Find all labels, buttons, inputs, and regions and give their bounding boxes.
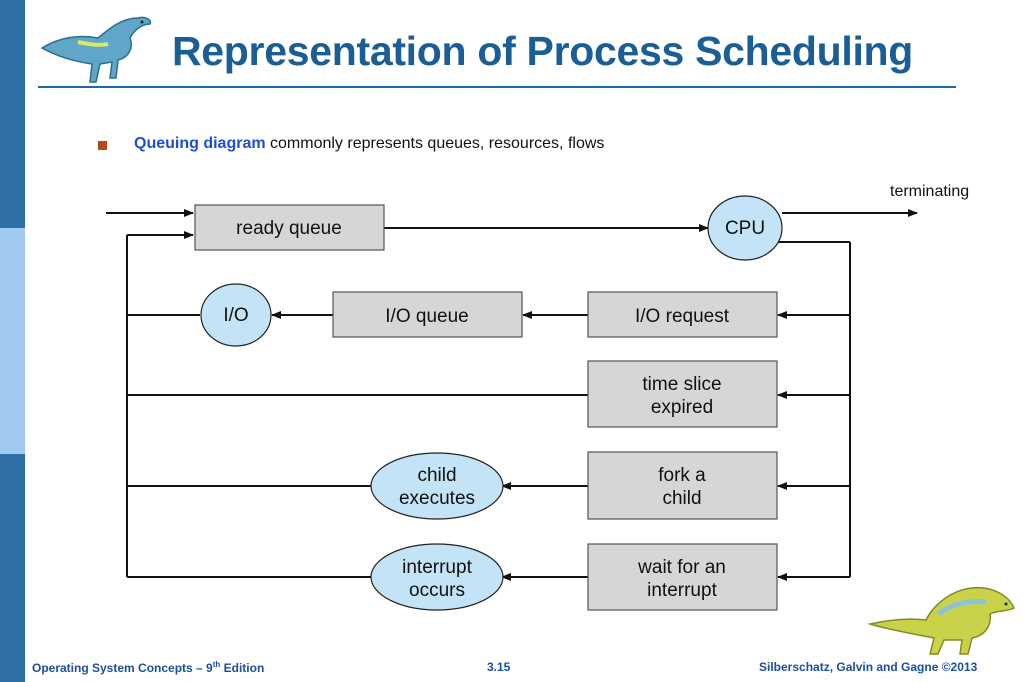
- io-request-box: [587, 291, 778, 338]
- fork-child-box: [587, 451, 778, 520]
- terminating-label: terminating: [890, 183, 970, 200]
- page-title: Representation of Process Scheduling: [172, 28, 914, 74]
- footer-left: Operating System Concepts – 9th Edition: [32, 660, 264, 675]
- footer-authors: Silberschatz, Galvin and Gagne ©2013: [759, 660, 978, 674]
- time-slice-label-2: expired: [651, 397, 713, 418]
- cpu-label: CPU: [725, 218, 765, 239]
- io-request-label: I/O request: [635, 306, 730, 327]
- fork-child-label-2: child: [662, 488, 701, 509]
- child-executes-label-2: executes: [399, 488, 475, 509]
- child-executes-oval: [370, 452, 504, 520]
- cpu-oval: [707, 195, 783, 261]
- dinosaur-logo-top: [40, 16, 152, 83]
- wait-interrupt-box: [587, 543, 778, 611]
- io-oval: [200, 283, 272, 347]
- ready-queue-label: ready queue: [236, 218, 342, 239]
- bullet-square-icon: [98, 141, 107, 150]
- io-queue-label: I/O queue: [385, 306, 468, 327]
- bullet-keyword: Queuing diagram: [134, 135, 266, 152]
- sidebar-highlight: [0, 228, 25, 454]
- wait-interrupt-label-2: interrupt: [647, 580, 717, 601]
- bullet-description: commonly represents queues, resources, f…: [265, 135, 605, 152]
- time-slice-label-1: time slice: [642, 374, 721, 395]
- wait-interrupt-label-1: wait for an: [637, 557, 726, 578]
- bullet-text: Queuing diagram commonly represents queu…: [134, 135, 604, 153]
- footer-book-title: Operating System Concepts – 9: [32, 661, 213, 675]
- slide-number: 3.15: [487, 660, 511, 674]
- dinosaur-logo-bottom: [868, 586, 1015, 655]
- io-queue-box: [332, 291, 523, 338]
- fork-child-label-1: fork a: [658, 465, 706, 486]
- child-executes-label-1: child: [417, 465, 456, 486]
- time-slice-box: [587, 360, 778, 428]
- interrupt-occurs-label-2: occurs: [409, 580, 465, 601]
- footer-edition-suffix: th: [212, 660, 221, 669]
- io-label: I/O: [223, 305, 248, 326]
- ready-queue-box: [194, 204, 385, 251]
- footer-edition: Edition: [220, 661, 265, 675]
- sidebar-band: [0, 0, 25, 682]
- interrupt-occurs-label-1: interrupt: [402, 557, 472, 578]
- title-underline: [38, 86, 956, 88]
- interrupt-occurs-oval: [370, 543, 504, 611]
